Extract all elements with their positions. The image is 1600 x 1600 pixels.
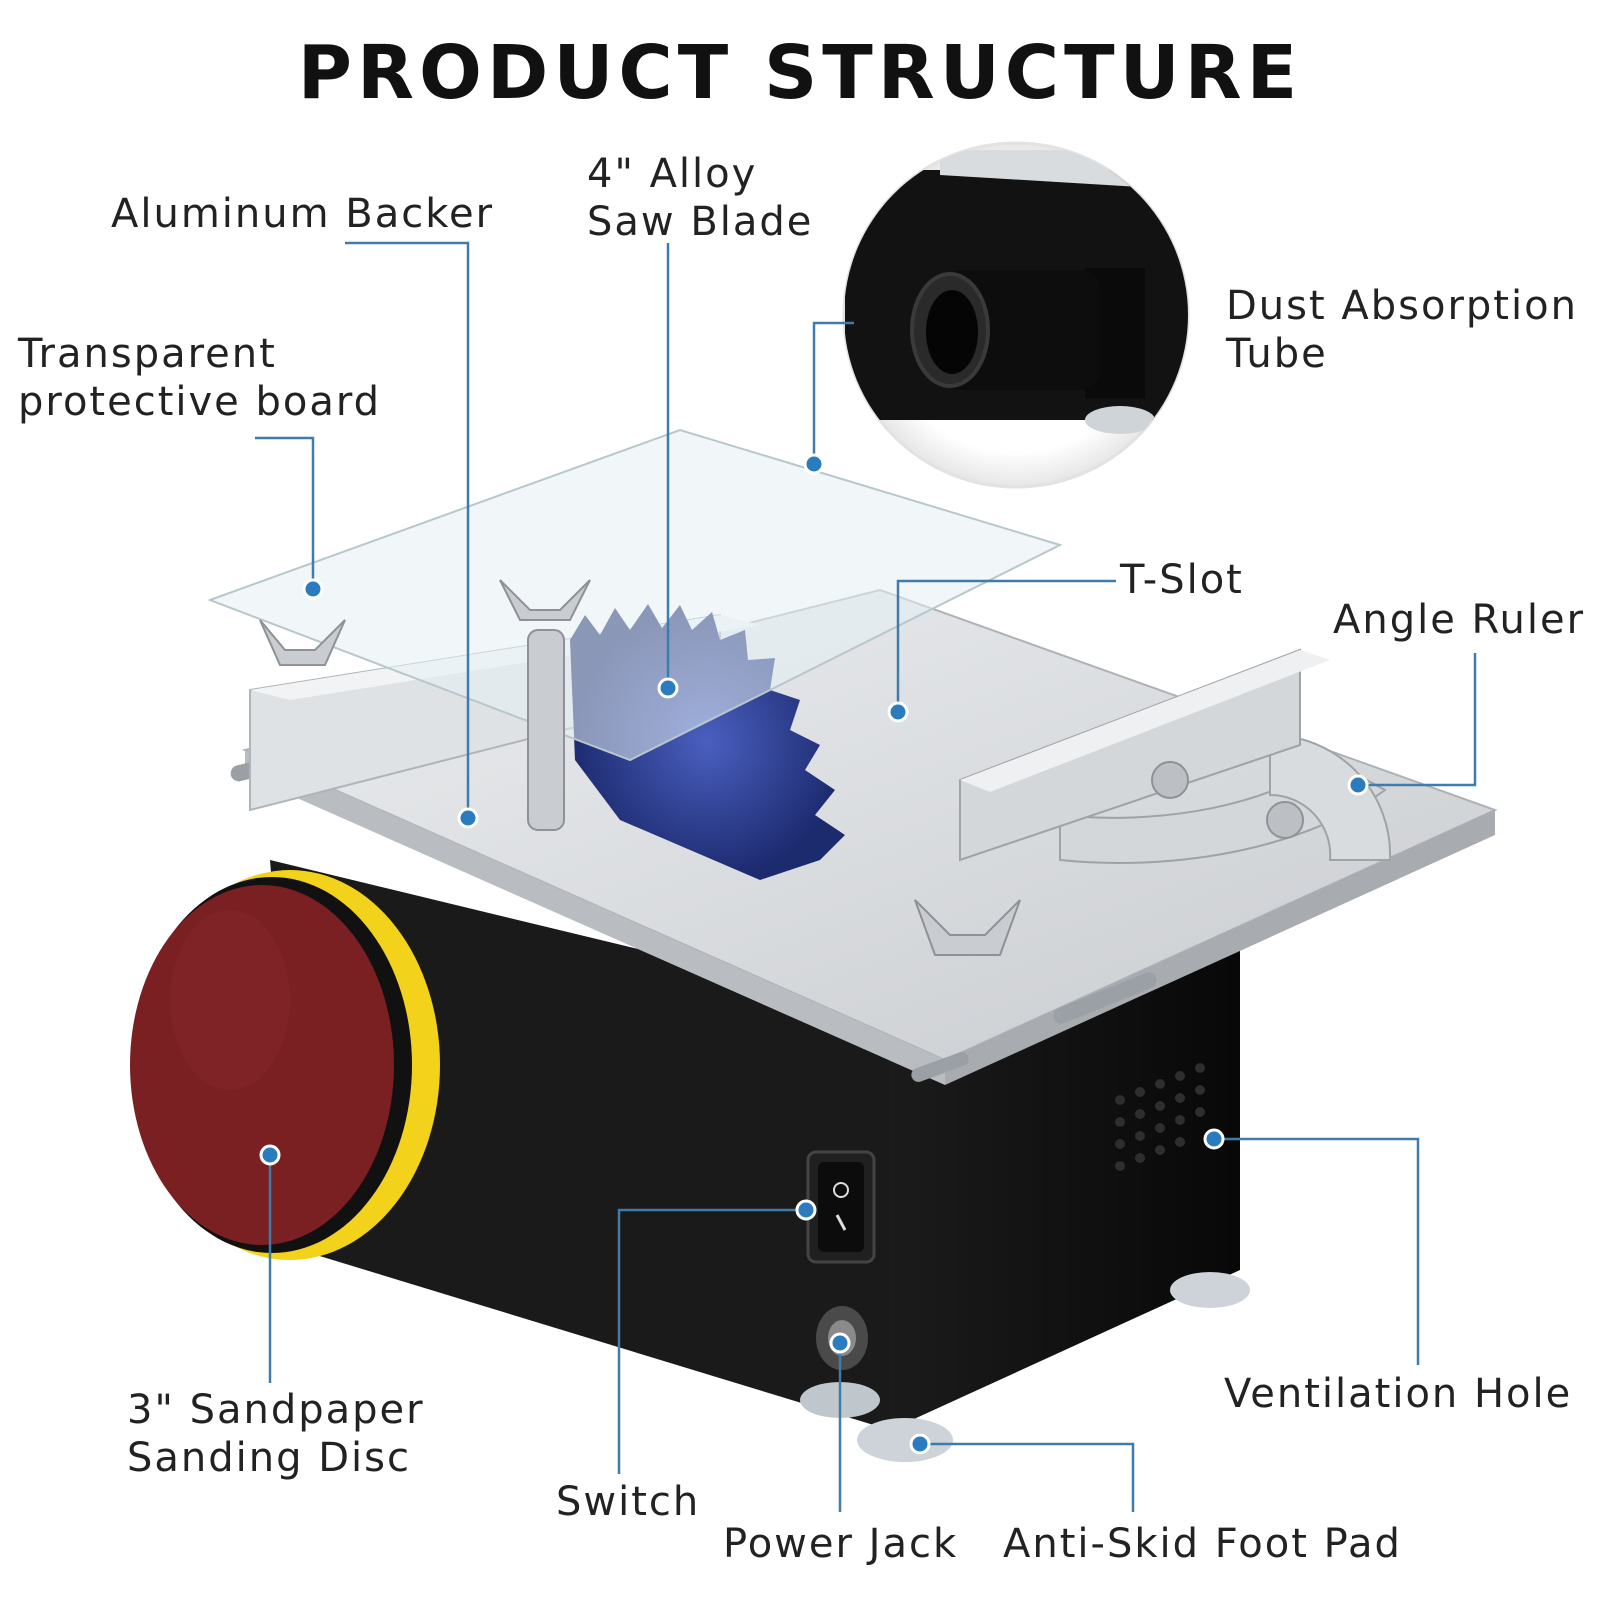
page-title: PRODUCT STRUCTURE [297, 30, 1303, 116]
protective-board [207, 428, 1063, 762]
leader-dot-icon [457, 807, 479, 829]
label-line: Power Jack [723, 1521, 959, 1567]
label-angle-ruler: Angle Ruler [1333, 596, 1585, 644]
label-line: Sanding Disc [127, 1435, 411, 1481]
rocker-switch-icon [806, 1150, 876, 1264]
leader-dots [259, 453, 1369, 1455]
label-switch: Switch [556, 1478, 700, 1526]
label-sanding-disc: 3" Sandpaper Sanding Disc [127, 1386, 425, 1482]
label-line: Tube [1226, 331, 1328, 377]
label-line: Aluminum Backer [111, 191, 495, 237]
label-aluminum-backer: Aluminum Backer [111, 190, 494, 238]
leader-switch [617, 1208, 806, 1474]
leader-dot-icon [259, 1144, 281, 1166]
label-power-jack: Power Jack [723, 1520, 958, 1568]
leader-dot-icon [909, 1433, 931, 1455]
label-line: Angle Ruler [1333, 597, 1586, 643]
label-line: Ventilation Hole [1224, 1371, 1573, 1417]
label-saw-blade: 4" Alloy Saw Blade [587, 150, 813, 246]
label-protective-board: Transparent protective board [18, 330, 381, 426]
leader-lines [255, 241, 1477, 1512]
label-line: 3" Sandpaper [127, 1387, 425, 1433]
leader-dot-icon [803, 453, 825, 475]
label-line: Saw Blade [587, 199, 814, 245]
leader-aluminum-backer [345, 241, 470, 818]
label-dust-tube: Dust Absorption Tube [1226, 282, 1578, 378]
leader-foot-pad [920, 1442, 1135, 1512]
label-line: protective board [18, 379, 382, 425]
label-foot-pad: Anti-Skid Foot Pad [1003, 1520, 1402, 1568]
leader-dot-icon [795, 1199, 817, 1221]
leader-dot-icon [887, 701, 909, 723]
label-ventilation: Ventilation Hole [1224, 1370, 1572, 1418]
label-line: 4" Alloy [587, 151, 758, 197]
leader-dot-icon [1347, 774, 1369, 796]
label-t-slot: T-Slot [1120, 556, 1244, 604]
leader-dot-icon [302, 578, 324, 600]
leader-protective-board [255, 436, 315, 589]
label-line: Dust Absorption [1226, 283, 1578, 329]
label-line: T-Slot [1120, 557, 1244, 603]
label-line: Switch [556, 1479, 701, 1525]
label-line: Anti-Skid Foot Pad [1003, 1521, 1402, 1567]
leader-ventilation [1214, 1137, 1420, 1365]
leader-angle-ruler [1358, 653, 1477, 787]
leader-dot-icon [829, 1332, 851, 1354]
label-line: Transparent [18, 331, 277, 377]
leader-dot-icon [1203, 1128, 1225, 1150]
sanding-disc [130, 870, 440, 1260]
leader-dust-tube [812, 321, 854, 464]
leader-dot-icon [657, 677, 679, 699]
angle-ruler [959, 648, 1392, 864]
wing-nuts [259, 579, 1021, 956]
dust-tube-inset [842, 141, 1190, 489]
leader-t-slot [896, 579, 1116, 712]
